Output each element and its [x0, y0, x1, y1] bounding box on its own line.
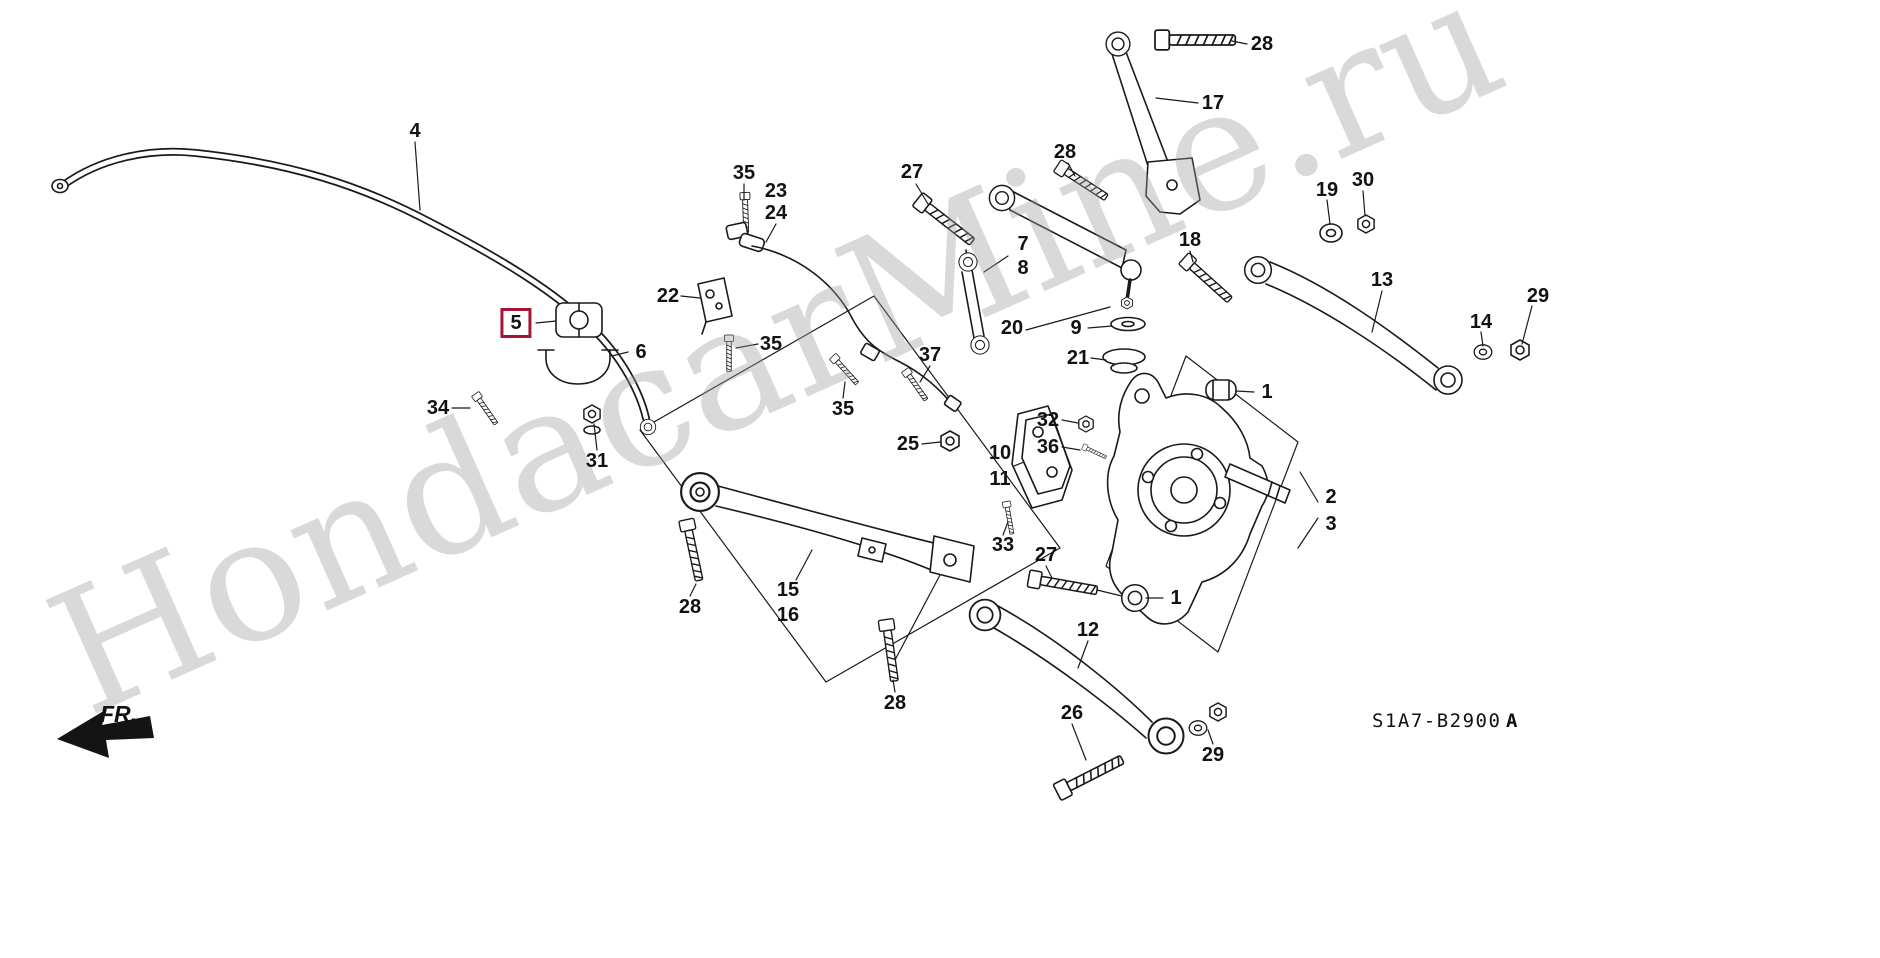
part-callout-33[interactable]: 33: [991, 534, 1015, 556]
part-callout-12[interactable]: 12: [1076, 619, 1100, 641]
part-callout-32[interactable]: 32: [1036, 409, 1060, 431]
part-callout-35[interactable]: 35: [732, 162, 756, 184]
part-callout-27[interactable]: 27: [900, 161, 924, 183]
part-callout-28[interactable]: 28: [678, 596, 702, 618]
part-callout-17[interactable]: 17: [1201, 92, 1225, 114]
part-callout-19[interactable]: 19: [1315, 179, 1339, 201]
stabilizer-bar: [51, 147, 657, 436]
part-callout-28[interactable]: 28: [1053, 141, 1077, 163]
part-callout-30[interactable]: 30: [1351, 169, 1375, 191]
part-callout-16[interactable]: 16: [776, 604, 800, 626]
part-callout-6[interactable]: 6: [635, 341, 647, 363]
part-callout-4[interactable]: 4: [409, 120, 421, 142]
part-callout-36[interactable]: 36: [1036, 436, 1060, 458]
part-callout-34[interactable]: 34: [426, 397, 450, 419]
part-callout-29[interactable]: 29: [1526, 285, 1550, 307]
stabilizer-bushing-and-bracket: [471, 302, 619, 435]
diagram-code-suffix: A: [1506, 710, 1518, 732]
part-callout-5[interactable]: 5: [500, 308, 532, 338]
part-callout-24[interactable]: 24: [764, 202, 788, 224]
part-callout-11[interactable]: 11: [989, 468, 1011, 490]
stabilizer-end-link: [958, 249, 990, 355]
part-callout-8[interactable]: 8: [1017, 257, 1029, 279]
part-callout-31[interactable]: 31: [585, 450, 609, 472]
part-callout-7[interactable]: 7: [1017, 233, 1029, 255]
part-callout-10[interactable]: 10: [988, 442, 1012, 464]
part-callout-29[interactable]: 29: [1201, 744, 1225, 766]
part-callout-3[interactable]: 3: [1325, 513, 1337, 535]
part-callout-18[interactable]: 18: [1178, 229, 1202, 251]
part-callout-28[interactable]: 28: [883, 692, 907, 714]
part-callout-1[interactable]: 1: [1170, 587, 1182, 609]
part-callout-37[interactable]: 37: [918, 344, 942, 366]
diagram-code: S1A7-B2900: [1372, 710, 1501, 732]
part-callout-27[interactable]: 27: [1034, 544, 1058, 566]
part-callout-2[interactable]: 2: [1325, 486, 1337, 508]
rear-knuckle-assembly: [940, 372, 1291, 625]
upper-arm-front: [911, 158, 1146, 374]
part-callout-28[interactable]: 28: [1250, 33, 1274, 55]
fr-direction-arrow: FR.: [57, 701, 154, 758]
part-callout-23[interactable]: 23: [764, 180, 788, 202]
part-callout-22[interactable]: 22: [656, 285, 680, 307]
leader-lines: [414, 40, 1533, 761]
part-callout-20[interactable]: 20: [1000, 317, 1024, 339]
lower-lateral-arm: [968, 598, 1227, 802]
part-callout-35[interactable]: 35: [759, 333, 783, 355]
part-callout-26[interactable]: 26: [1060, 702, 1084, 724]
part-callout-1[interactable]: 1: [1261, 381, 1273, 403]
part-callout-13[interactable]: 13: [1370, 269, 1394, 291]
part-callout-35[interactable]: 35: [831, 398, 855, 420]
part-callout-14[interactable]: 14: [1469, 311, 1493, 333]
upper-arm-rear: [1105, 29, 1375, 243]
part-callout-21[interactable]: 21: [1066, 347, 1090, 369]
upper-lateral-arm: [1177, 251, 1530, 395]
part-callout-25[interactable]: 25: [896, 433, 920, 455]
fr-label: FR.: [100, 701, 137, 727]
part-callout-15[interactable]: 15: [776, 579, 800, 601]
abs-sensor-harness: [697, 191, 962, 412]
part-callout-9[interactable]: 9: [1070, 317, 1082, 339]
trailing-arm: [678, 472, 975, 683]
